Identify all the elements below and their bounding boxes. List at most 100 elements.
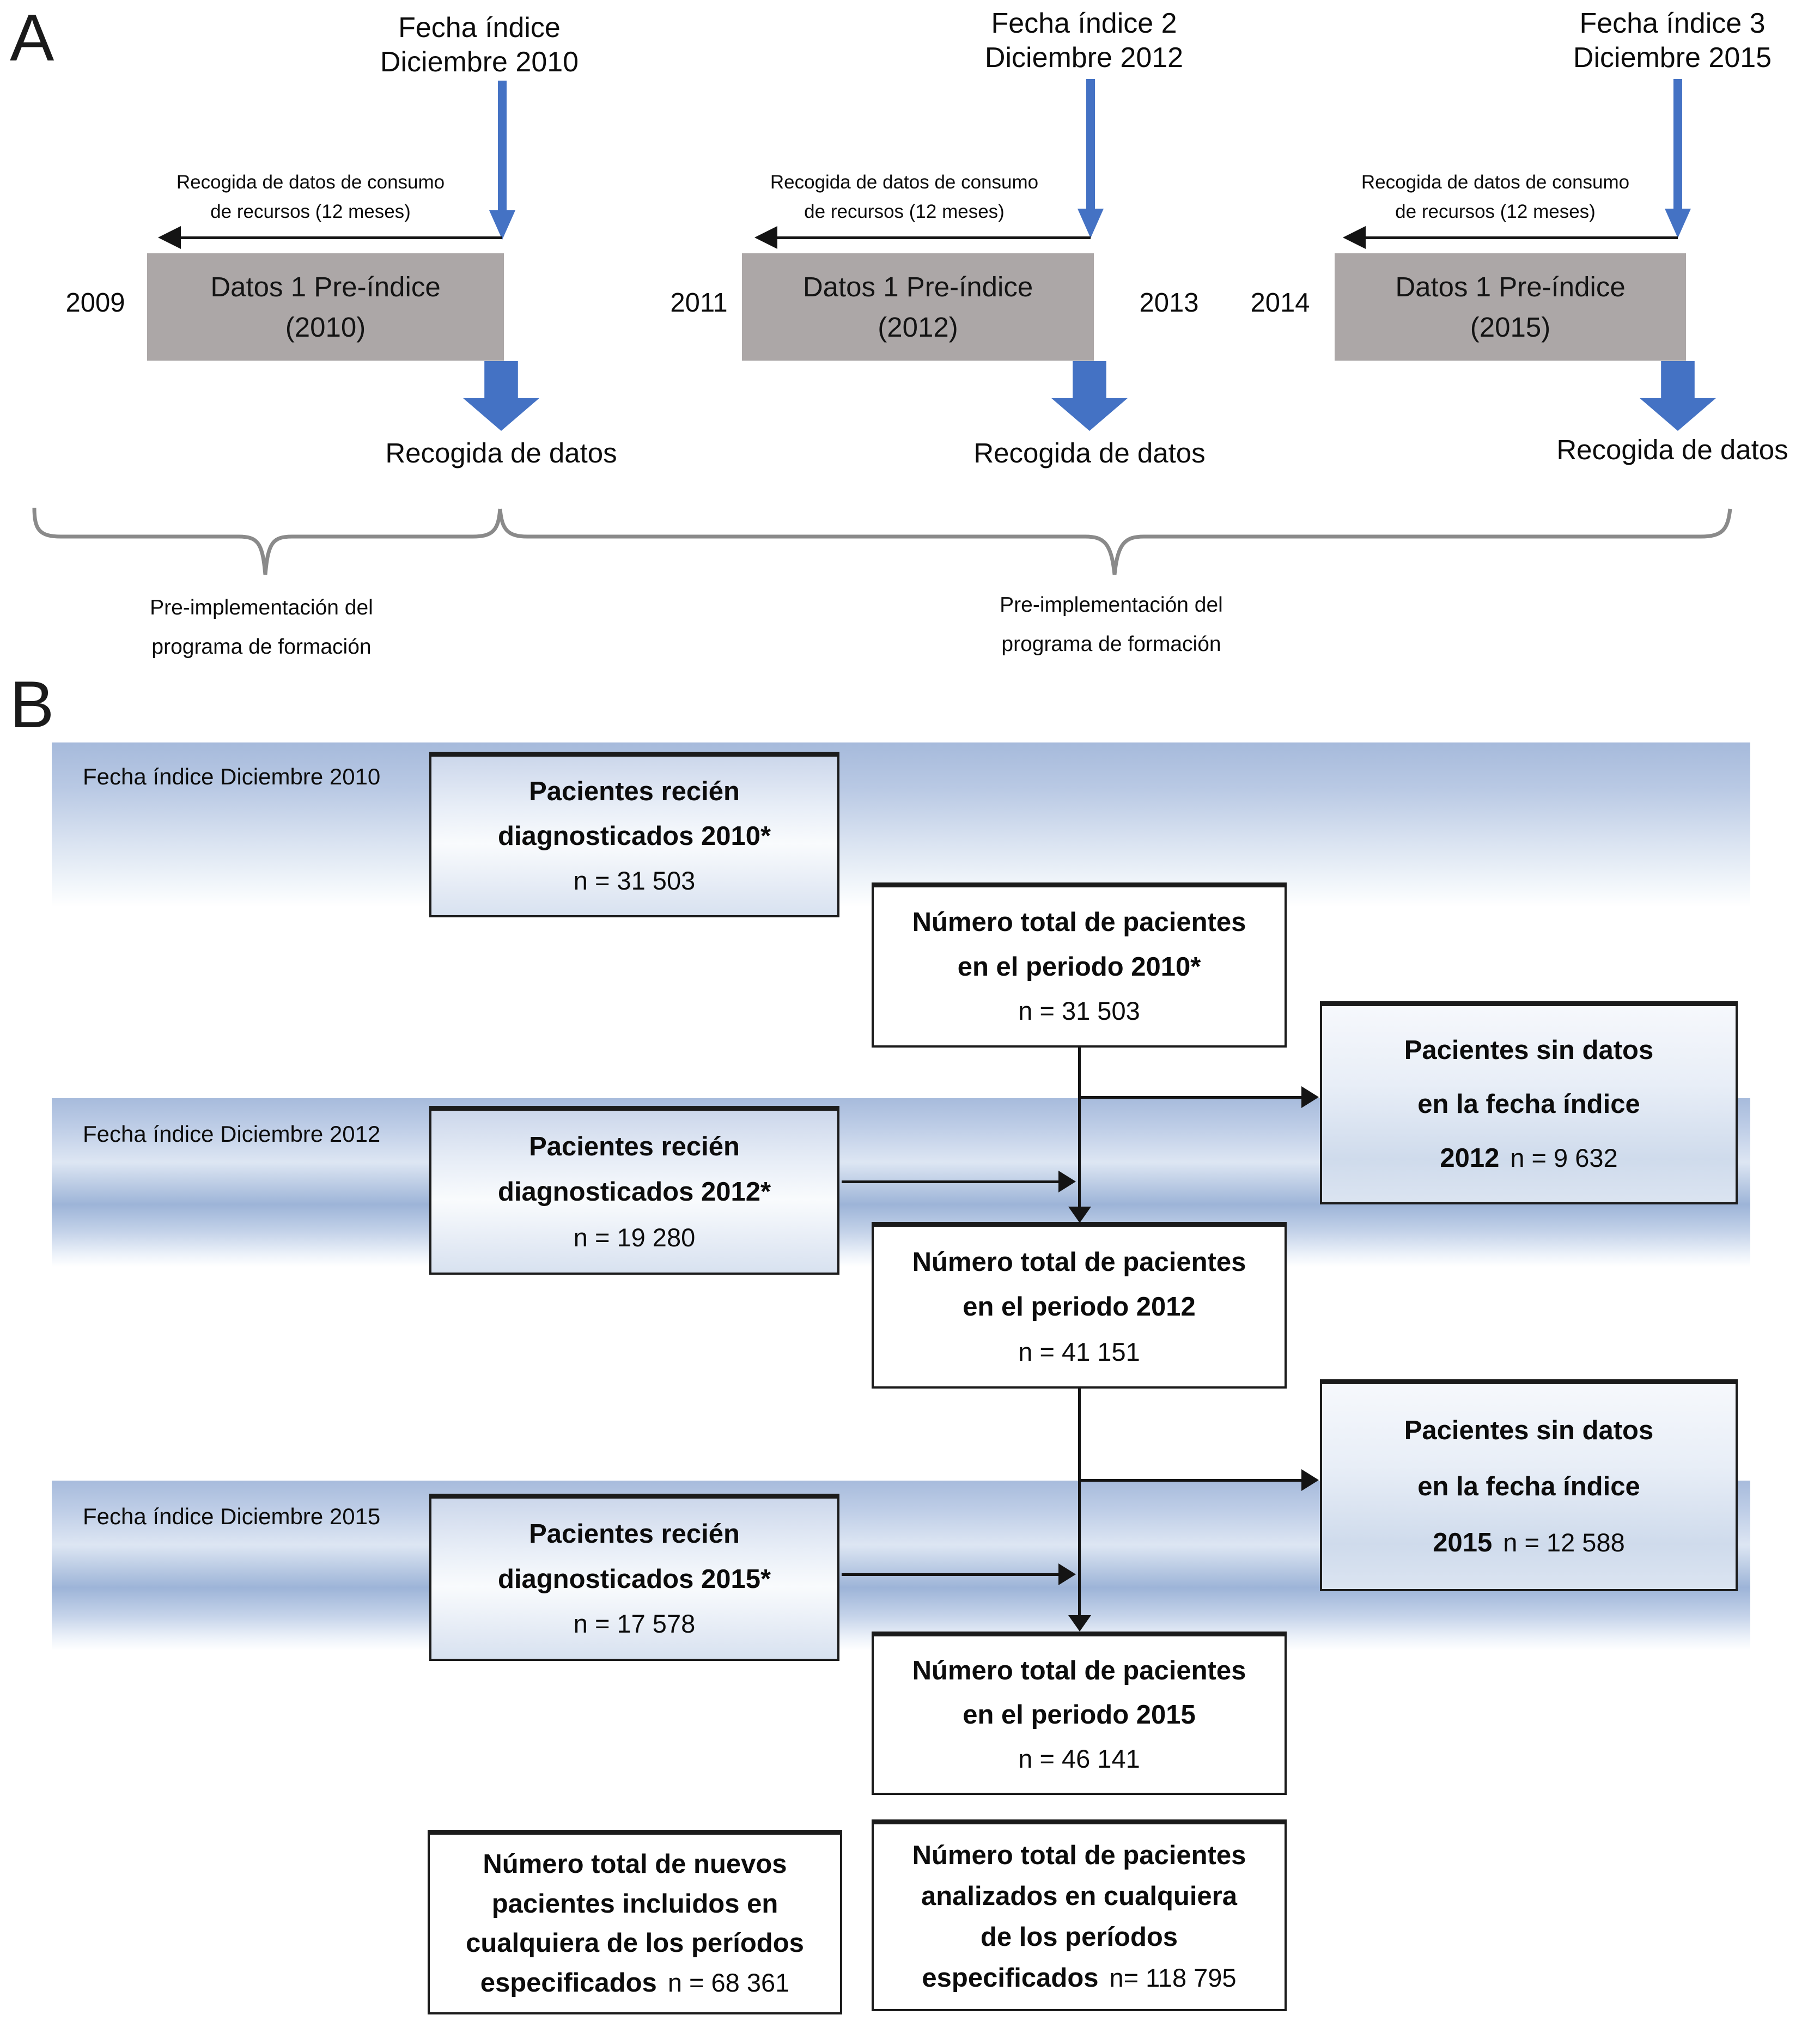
- recogida-label-2015: Recogida de datos: [1556, 434, 1788, 465]
- box-total-2012-line2: en el periodo 2012: [963, 1292, 1196, 1322]
- box-total-analyzed-bold: especificados: [922, 1963, 1099, 1993]
- index-arrow-2010: [489, 81, 515, 240]
- arrowhead-right-new2015: [1058, 1563, 1076, 1585]
- year-2013: 2013: [1139, 288, 1199, 318]
- index-arrow-2015-head: [1665, 209, 1691, 238]
- back-arrow-line-2015: [1364, 236, 1678, 239]
- band-label-2015: Fecha índice Diciembre 2015: [83, 1503, 381, 1529]
- index-arrow-2015-stem: [1673, 79, 1682, 211]
- year-2011: 2011: [670, 288, 728, 318]
- arrowhead-down-into-total2015: [1068, 1615, 1091, 1632]
- box-newly-diagnosed-2015: Pacientes recién diagnosticados 2015* n …: [429, 1494, 839, 1661]
- panel-a-label: A: [10, 1, 54, 75]
- box-newly-diagnosed-2012: Pacientes recién diagnosticados 2012* n …: [429, 1106, 839, 1275]
- box-total-new-n: n = 68 361: [667, 1968, 790, 1997]
- preindex-box-2015-line2: (2015): [1470, 311, 1551, 343]
- box-total-2015: Número total de pacientes en el periodo …: [872, 1632, 1287, 1795]
- box-nodata-2015-line1: Pacientes sin datos: [1404, 1416, 1654, 1445]
- box-nodata-2012: Pacientes sin datos en la fecha índice 2…: [1320, 1001, 1738, 1204]
- index-date-title-2015-line1: Fecha índice 3: [1579, 8, 1766, 39]
- box-total-analyzed-n: n= 118 795: [1109, 1963, 1237, 1992]
- box-nodata-2015: Pacientes sin datos en la fecha índice 2…: [1320, 1379, 1738, 1591]
- collect-label-2010: Recogida de datos de consumo de recursos…: [104, 168, 518, 227]
- box-nodata-2012-n: n = 9 632: [1510, 1143, 1618, 1172]
- box-total-2010-n: n = 31 503: [1018, 996, 1140, 1026]
- preindex-box-2015-line1: Datos 1 Pre-índice: [1395, 271, 1626, 302]
- timeline-braces: [32, 507, 1732, 575]
- index-date-title-2015: Fecha índice 3 Diciembre 2015: [1482, 7, 1820, 76]
- index-date-title-2012-line2: Diciembre 2012: [984, 42, 1184, 74]
- box-newly-diagnosed-2010-n: n = 31 503: [573, 866, 696, 895]
- back-arrow-line-2012: [775, 236, 1091, 239]
- box-total-2015-n: n = 46 141: [1018, 1744, 1140, 1773]
- box-total-new-line2: pacientes incluidos en: [491, 1889, 778, 1919]
- index-date-title-2010-line2: Diciembre 2010: [380, 46, 579, 78]
- box-total-2010-line1: Número total de pacientes: [912, 907, 1246, 937]
- index-arrow-2010-head: [489, 210, 515, 240]
- box-newly-diagnosed-2012-line1: Pacientes recién: [529, 1131, 740, 1161]
- box-newly-diagnosed-2010: Pacientes recién diagnosticados 2010* n …: [429, 752, 839, 917]
- collect-label-2010-line2: de recursos (12 meses): [210, 201, 411, 223]
- pre-implementation-1-line1: Pre-implementación del: [150, 596, 373, 619]
- box-total-analyzed-line4: especificados n= 118 795: [922, 1963, 1236, 1993]
- box-newly-diagnosed-2010-line1: Pacientes recién: [529, 777, 740, 806]
- box-newly-diagnosed-2015-n: n = 17 578: [573, 1609, 696, 1639]
- box-total-analyzed-line3: de los períodos: [980, 1922, 1178, 1952]
- box-nodata-2012-line2: en la fecha índice: [1417, 1089, 1640, 1119]
- panel-b-label: B: [10, 667, 54, 741]
- arrowhead-right-nodata2012: [1301, 1086, 1319, 1108]
- pre-implementation-label-2: Pre-implementación del programa de forma…: [921, 586, 1302, 664]
- box-total-2015-line2: en el periodo 2015: [963, 1700, 1196, 1730]
- pre-implementation-1-line2: programa de formación: [151, 635, 372, 659]
- box-total-new-patients: Número total de nuevos pacientes incluid…: [428, 1830, 842, 2014]
- box-total-2015-line1: Número total de pacientes: [912, 1656, 1246, 1685]
- back-arrow-head-2010: [158, 226, 181, 249]
- index-arrow-2012-head: [1078, 209, 1104, 238]
- box-nodata-2015-n: n = 12 588: [1503, 1528, 1625, 1557]
- brace-pre-period-1: [32, 507, 502, 575]
- preindex-box-2015: Datos 1 Pre-índice (2015): [1335, 253, 1686, 361]
- recogida-label-2012: Recogida de datos: [973, 437, 1206, 468]
- index-date-title-2010: Fecha índice Diciembre 2010: [289, 11, 670, 80]
- connector-new2015-in: [842, 1573, 1058, 1576]
- box-total-new-line4: especificados n = 68 361: [480, 1968, 790, 1998]
- box-newly-diagnosed-2010-line2: diagnosticados 2010*: [497, 821, 771, 851]
- brace-pre-period-2: [498, 508, 1732, 575]
- box-newly-diagnosed-2012-n: n = 19 280: [573, 1222, 696, 1252]
- collect-label-2012-line2: de recursos (12 meses): [804, 201, 1005, 223]
- arrowhead-right-nodata2015: [1301, 1469, 1319, 1491]
- index-arrow-2012: [1078, 79, 1104, 238]
- box-total-analyzed-line1: Número total de pacientes: [912, 1841, 1246, 1870]
- index-arrow-2010-stem: [498, 81, 507, 212]
- box-total-analyzed-line2: analizados en cualquiera: [921, 1882, 1238, 1911]
- connector-v-2012-2015: [1078, 1389, 1081, 1618]
- box-total-new-line3: cualquiera de los períodos: [466, 1928, 804, 1958]
- box-newly-diagnosed-2015-line2: diagnosticados 2015*: [497, 1564, 771, 1594]
- recogida-label-2010: Recogida de datos: [385, 437, 617, 468]
- index-date-title-2012: Fecha índice 2 Diciembre 2012: [893, 7, 1275, 76]
- pre-implementation-label-1: Pre-implementación del programa de forma…: [71, 588, 452, 667]
- preindex-box-2012-line1: Datos 1 Pre-índice: [802, 271, 1033, 302]
- pre-implementation-2-line1: Pre-implementación del: [1000, 593, 1223, 617]
- box-nodata-2015-line2: en la fecha índice: [1417, 1472, 1640, 1501]
- box-nodata-2012-line1: Pacientes sin datos: [1404, 1036, 1654, 1065]
- collect-label-2012: Recogida de datos de consumo de recursos…: [697, 168, 1111, 227]
- year-2009: 2009: [65, 288, 125, 318]
- arrowhead-down-into-total2012: [1068, 1207, 1091, 1223]
- box-newly-diagnosed-2015-line1: Pacientes recién: [529, 1519, 740, 1549]
- box-total-new-bold: especificados: [480, 1968, 657, 1998]
- collect-label-2015-line2: de recursos (12 meses): [1395, 201, 1596, 223]
- box-total-2012-n: n = 41 151: [1018, 1337, 1140, 1366]
- preindex-box-2010-line1: Datos 1 Pre-índice: [210, 271, 441, 302]
- back-arrow-head-2015: [1343, 226, 1366, 249]
- connector-branch-nodata2015: [1079, 1479, 1301, 1482]
- collect-label-2015-line1: Recogida de datos de consumo: [1361, 172, 1630, 193]
- box-newly-diagnosed-2012-line2: diagnosticados 2012*: [497, 1177, 771, 1207]
- box-total-2010: Número total de pacientes en el periodo …: [872, 882, 1287, 1048]
- band-label-2010: Fecha índice Diciembre 2010: [83, 764, 381, 789]
- index-arrow-2015: [1665, 79, 1691, 238]
- preindex-box-2012-line2: (2012): [878, 311, 958, 343]
